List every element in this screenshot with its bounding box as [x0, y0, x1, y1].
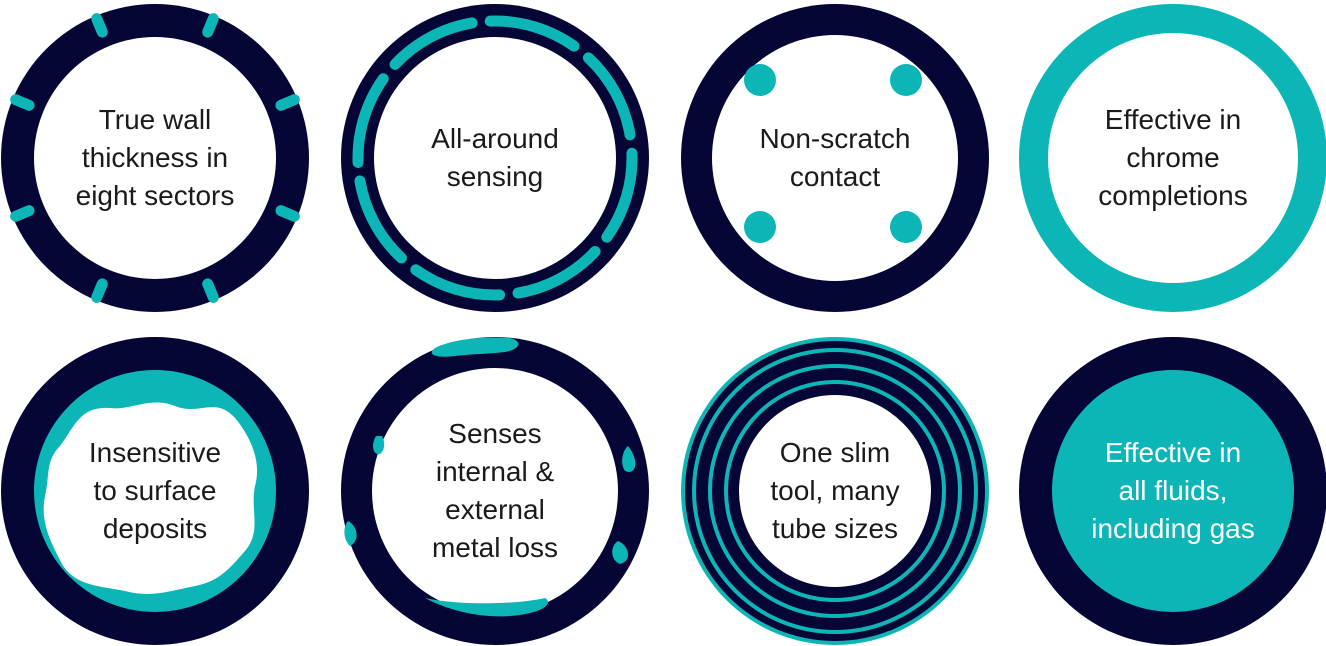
eight-sector-ring-icon: [1, 4, 309, 312]
concentric-tubes-icon: [681, 337, 989, 645]
feature-label: Effective in chrome completions: [1098, 104, 1248, 211]
feature-label: Senses internal & external metal loss: [431, 418, 559, 563]
feature-label: All-around sensing: [431, 123, 559, 192]
surface-deposits-ring-icon: [1, 337, 309, 645]
feature-deposits: Insensitive to surface deposits: [0, 336, 310, 646]
feature-all-around: All-around sensing: [340, 3, 650, 313]
feature-label: True wall thickness in eight sectors: [75, 104, 235, 211]
metal-loss-ring-icon: [341, 337, 649, 645]
feature-metal-loss: Senses internal & external metal loss: [340, 336, 650, 646]
chrome-ring-icon: [1019, 4, 1326, 312]
contact-pads-ring-icon: [681, 4, 989, 312]
fluid-filled-ring-icon: [1019, 337, 1326, 645]
feature-tube-sizes: One slim tool, many tube sizes: [680, 336, 990, 646]
feature-fluids: Effective in all fluids, including gas: [1018, 336, 1326, 646]
feature-label: One slim tool, many tube sizes: [770, 437, 900, 544]
feature-label: Effective in all fluids, including gas: [1091, 437, 1255, 544]
feature-label: Non-scratch contact: [759, 123, 911, 192]
feature-label: Insensitive to surface deposits: [88, 437, 222, 544]
feature-non-scratch: Non-scratch contact: [680, 3, 990, 313]
feature-eight-sectors: True wall thickness in eight sectors: [0, 3, 310, 313]
feature-chrome: Effective in chrome completions: [1018, 3, 1326, 313]
segmented-ring-icon: [341, 4, 649, 312]
